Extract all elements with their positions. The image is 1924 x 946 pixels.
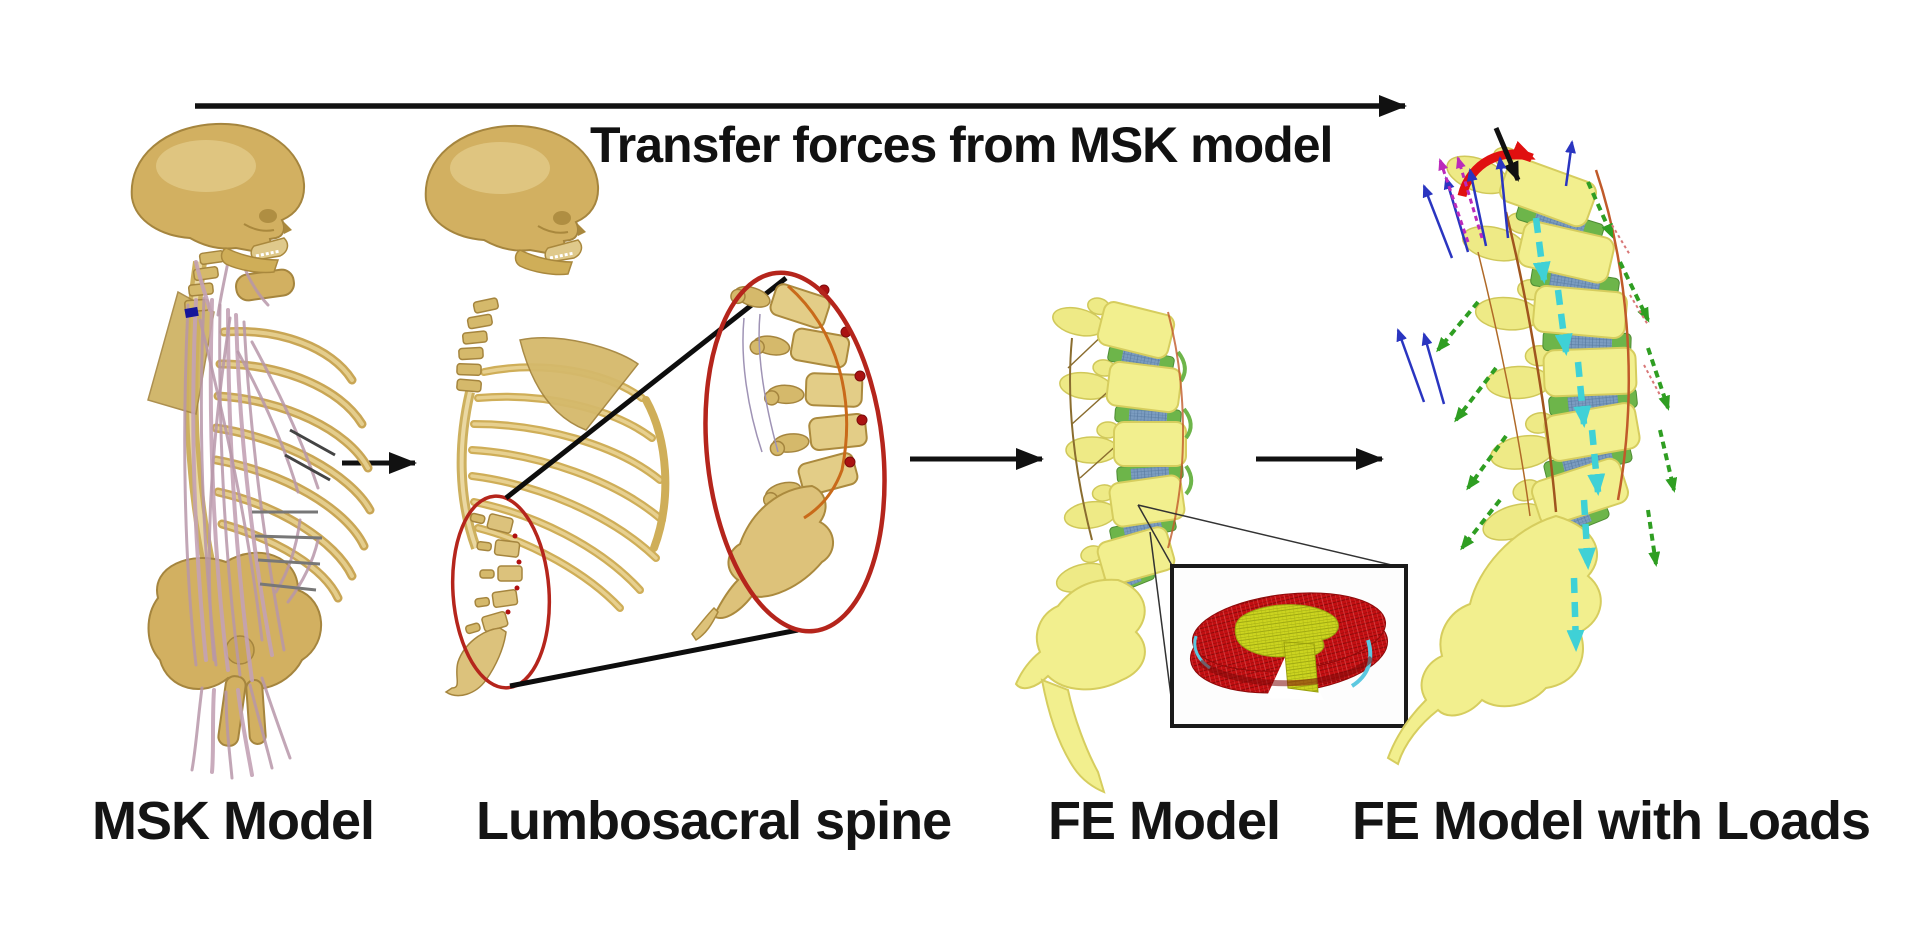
msk-model-figure <box>130 122 375 780</box>
fe-loads-figure <box>1386 127 1678 766</box>
muscle-force-arrows-magenta <box>1438 156 1484 243</box>
vertebral-bodies <box>1096 301 1187 586</box>
panel-flow-arrows <box>342 448 1384 474</box>
anterior-ligament-line <box>1167 311 1184 549</box>
sacrum <box>1386 514 1602 766</box>
panel-label-fe-model: FE Model <box>1048 791 1281 851</box>
callout-lines <box>504 276 799 689</box>
skull <box>130 122 306 275</box>
muscle-lines <box>183 253 320 780</box>
coccyx <box>691 606 719 642</box>
magnifier-ellipse-large <box>703 270 887 634</box>
skeleton-figure <box>424 124 887 697</box>
tendon-lines <box>252 510 323 592</box>
gravity-arrow <box>1493 127 1521 182</box>
magnifier-ellipse-small <box>450 494 552 690</box>
ligament-lines <box>1477 169 1630 517</box>
rib-cartilage-lines <box>284 428 336 482</box>
scapula <box>519 337 640 431</box>
disc-inset-box <box>1170 564 1408 728</box>
marker-dot <box>184 306 199 318</box>
scapula <box>147 290 215 415</box>
muscle-force-arrows-blue <box>1396 140 1576 405</box>
figure-title: Transfer forces from MSK model <box>590 117 1333 173</box>
cervical-vertebrae <box>456 297 499 393</box>
compression-arrows-cyan <box>1532 217 1606 652</box>
panel-label-fe-model-with-loads: FE Model with Loads <box>1352 791 1871 851</box>
disc-mesh-figure <box>1189 592 1389 700</box>
sacrum <box>1014 578 1146 691</box>
posterior-processes <box>730 285 810 508</box>
panel-label-lumbosacral-spine: Lumbosacral spine <box>476 791 952 851</box>
skull <box>424 124 600 277</box>
panel-label-msk-model: MSK Model <box>92 791 375 851</box>
disc-bulges <box>1176 350 1194 496</box>
fe-model-figure <box>1014 297 1408 794</box>
anterior-ligament-line <box>787 284 849 520</box>
coccyx <box>1040 678 1106 794</box>
muscle-force-arrows-green <box>1436 181 1678 567</box>
